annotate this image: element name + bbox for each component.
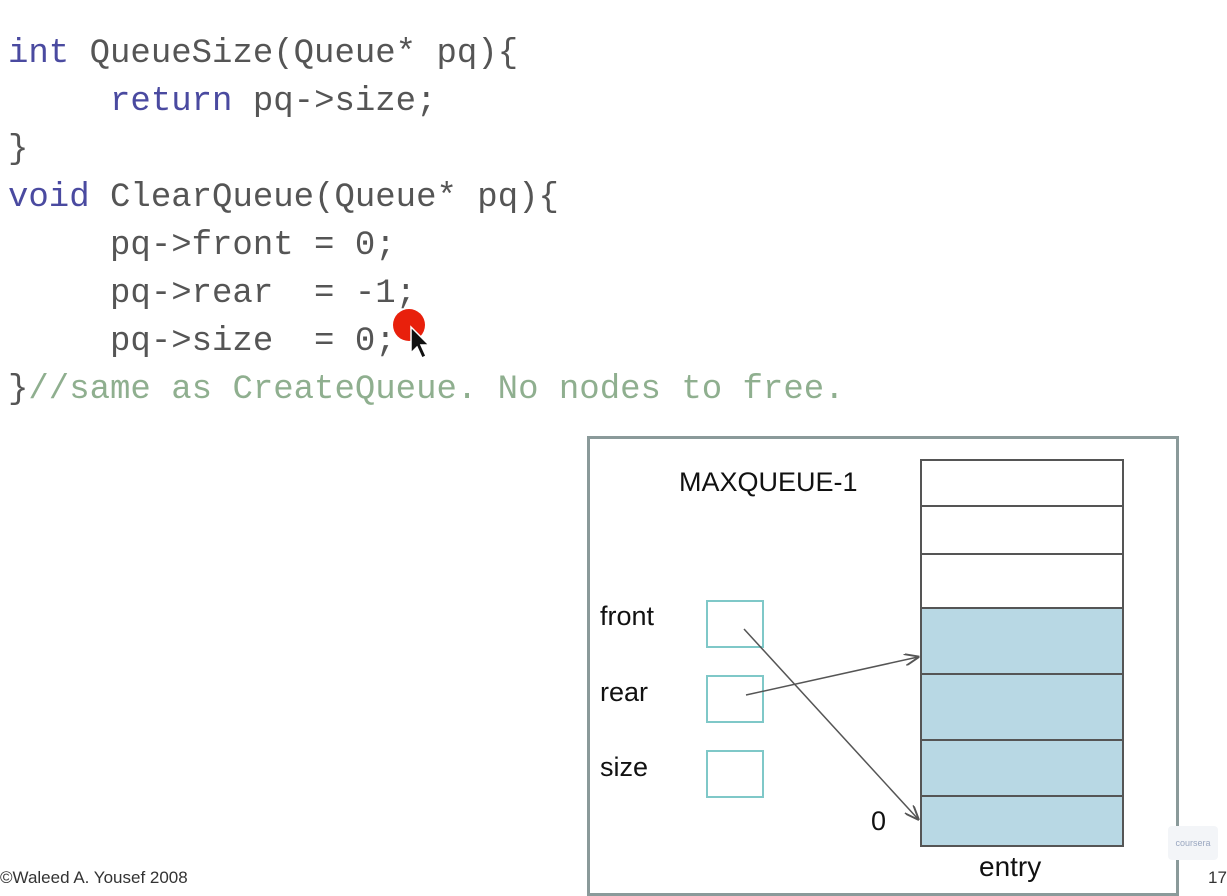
mouse-cursor-icon (410, 325, 431, 360)
code-text: ClearQueue(Queue* pq){ (89, 179, 559, 217)
keyword-int: int (8, 35, 70, 73)
code-text: QueueSize(Queue* pq){ (69, 35, 519, 73)
code-comment: //same as CreateQueue. No nodes to free. (28, 371, 845, 409)
code-line-7: pq->size = 0; (8, 323, 396, 361)
code-line-8: }//same as CreateQueue. No nodes to free… (8, 370, 845, 410)
zero-index-label: 0 (871, 806, 887, 836)
code-line-3: } (8, 131, 29, 169)
queue-diagram: MAXQUEUE-1 front rear size 0 entry (587, 436, 1179, 896)
size-field-box (706, 750, 764, 798)
maxqueue-label: MAXQUEUE-1 (679, 467, 858, 497)
pointer-arrows (743, 628, 1176, 893)
front-pointer-arrow (743, 628, 918, 819)
closing-brace: } (8, 371, 29, 409)
code-text: pq->size; (232, 83, 437, 121)
keyword-void: void (8, 179, 90, 217)
copyright-footer: ©Waleed A. Yousef 2008 (0, 868, 188, 887)
code-line-6: pq->rear = -1; (8, 275, 417, 313)
array-cell-filled (920, 795, 1124, 847)
front-label: front (600, 601, 655, 631)
rear-pointer-arrow (745, 657, 918, 696)
code-line-5: pq->front = 0; (8, 227, 396, 265)
rear-label: rear (600, 677, 649, 707)
code-line-4: void ClearQueue(Queue* pq){ (8, 178, 559, 218)
entry-label: entry (979, 851, 1042, 882)
slide: int QueueSize(Queue* pq){ return pq->siz… (0, 34, 1227, 896)
indent (8, 83, 110, 121)
page-number: 17 (1208, 868, 1227, 887)
coursera-logo: coursera (1168, 826, 1218, 860)
code-line-2: return pq->size; (8, 82, 437, 122)
rear-field-box (706, 675, 764, 723)
keyword-return: return (110, 83, 233, 121)
size-label: size (600, 752, 649, 782)
code-line-1: int QueueSize(Queue* pq){ (8, 34, 518, 74)
entry-array (920, 459, 1124, 847)
